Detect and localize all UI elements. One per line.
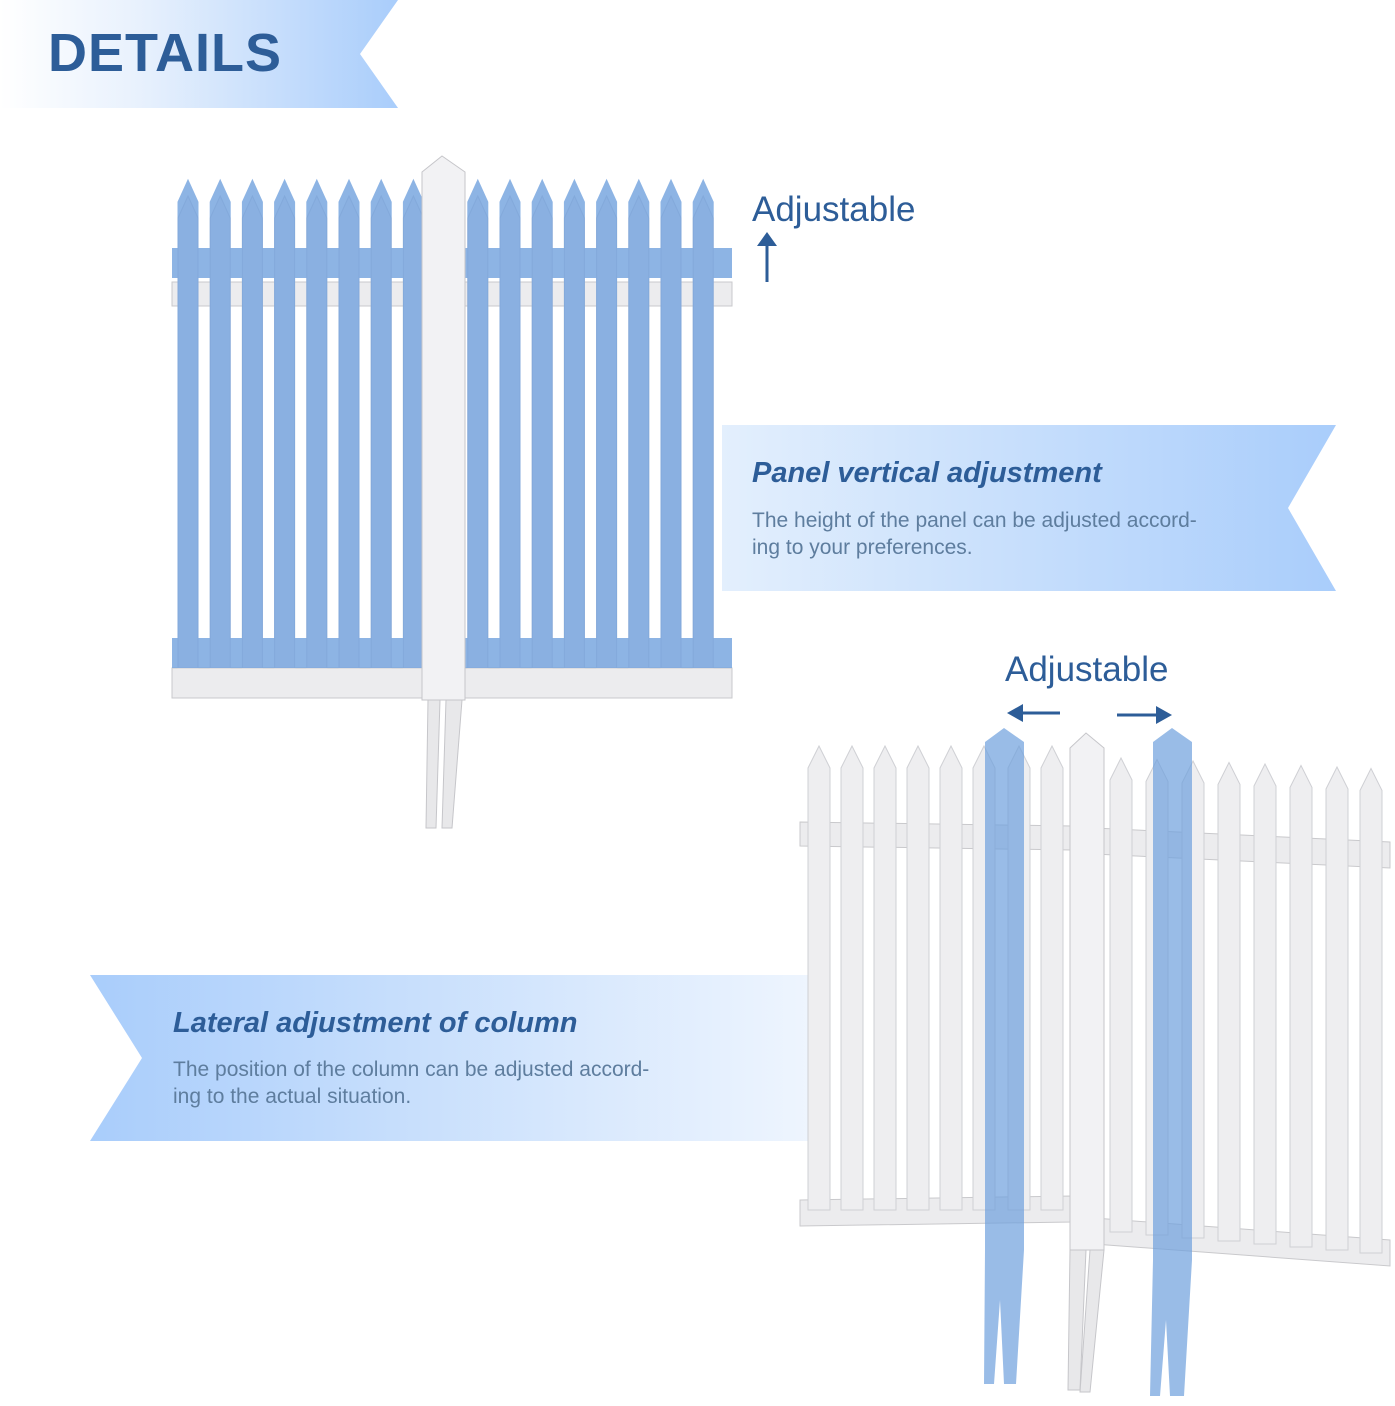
fence-picket	[906, 744, 930, 1211]
fence-picket	[1040, 744, 1064, 1211]
feature-title-lateral: Lateral adjustment of column	[173, 1007, 578, 1039]
fence-picket	[1359, 767, 1383, 1254]
fence-stake	[425, 699, 441, 829]
fence-picket	[209, 178, 231, 653]
fence-picket	[241, 178, 263, 653]
fence-picket	[939, 744, 963, 1211]
fence-picket	[628, 178, 650, 653]
arrow-up-icon	[757, 232, 777, 282]
page-title: DETAILS	[48, 23, 282, 83]
feature-description-line: ing to the actual situation.	[173, 1085, 412, 1108]
feature-description-line: The position of the column can be adjust…	[173, 1058, 650, 1081]
fence-stake	[1079, 1249, 1105, 1393]
arrow-left-icon	[1007, 704, 1060, 722]
fence-picket	[177, 178, 199, 653]
fence-post	[1069, 732, 1105, 1251]
feature-banner-2	[90, 975, 810, 1141]
fence-picket	[596, 178, 618, 653]
column-position-indicator	[1150, 728, 1192, 1396]
header-banner	[0, 0, 398, 108]
feature-title-panel-vertical: Panel vertical adjustment	[752, 457, 1102, 489]
fence-picket	[1217, 761, 1241, 1242]
fence-picket	[531, 178, 553, 653]
fence-stake	[441, 699, 463, 829]
fence-picket	[873, 744, 897, 1211]
fence-picket	[338, 178, 360, 653]
fence-picket	[1289, 764, 1313, 1248]
feature-description-line: ing to your preferences.	[752, 536, 973, 559]
fence-picket	[306, 178, 328, 653]
fence-picket	[563, 178, 585, 653]
fence-picket	[370, 178, 392, 653]
fence-picket	[840, 744, 864, 1211]
fence-picket	[1325, 765, 1349, 1251]
arrow-right-icon	[1117, 706, 1172, 724]
fence-picket	[692, 178, 714, 653]
fence-picket	[499, 178, 521, 653]
feature-description-line: The height of the panel can be adjusted …	[752, 509, 1197, 532]
feature-banner-1	[722, 425, 1336, 591]
adjustable-label-lateral: Adjustable	[1005, 650, 1169, 689]
fence-picket	[1253, 762, 1277, 1245]
column-position-indicator	[984, 728, 1024, 1384]
fence-picket	[467, 178, 489, 653]
fence-post	[421, 155, 466, 701]
fence-picket	[660, 178, 682, 653]
fence-picket	[807, 744, 831, 1211]
adjustable-label-vertical: Adjustable	[752, 190, 916, 229]
fence-picket	[1109, 756, 1133, 1233]
fence-picket	[274, 178, 296, 653]
